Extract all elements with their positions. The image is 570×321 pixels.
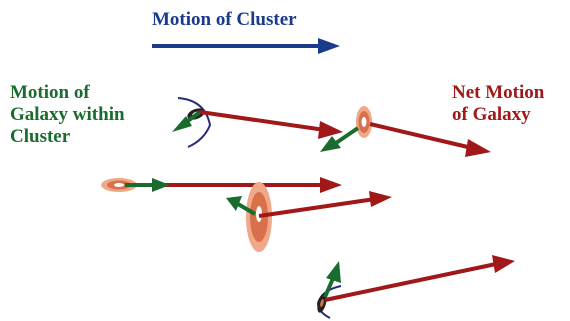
net-motion-label-line-1: Net Motion bbox=[452, 82, 545, 103]
galaxy-4 bbox=[246, 182, 272, 252]
galaxy-motion-label-line-2: Galaxy within bbox=[10, 104, 125, 125]
galaxy-arrow-4 bbox=[226, 196, 257, 216]
galaxy-arrow-5 bbox=[323, 261, 341, 298]
net-arrow-4 bbox=[258, 191, 392, 218]
galaxy-arrow-1 bbox=[172, 110, 202, 132]
cluster-motion-label: Motion of Cluster bbox=[152, 9, 297, 30]
cluster-motion-arrow bbox=[152, 38, 340, 54]
galaxy-2 bbox=[356, 106, 372, 138]
net-arrow-2 bbox=[369, 122, 491, 157]
net-motion-label: Net Motion of Galaxy bbox=[452, 82, 544, 126]
galaxy-3 bbox=[101, 178, 137, 192]
galaxy-arrow-2 bbox=[320, 126, 360, 152]
net-arrow-1 bbox=[199, 110, 343, 139]
galaxy-motion-label: Motion of Galaxy within Cluster bbox=[10, 82, 125, 148]
galaxy-arrow-3 bbox=[125, 178, 170, 192]
net-motion-label-line-2: of Galaxy bbox=[452, 104, 531, 125]
net-arrow-5 bbox=[324, 255, 515, 302]
galaxy-motion-label-line-1: Motion of bbox=[10, 82, 90, 103]
galaxy-motion-label-line-3: Cluster bbox=[10, 126, 71, 147]
galaxy-5 bbox=[316, 285, 342, 319]
